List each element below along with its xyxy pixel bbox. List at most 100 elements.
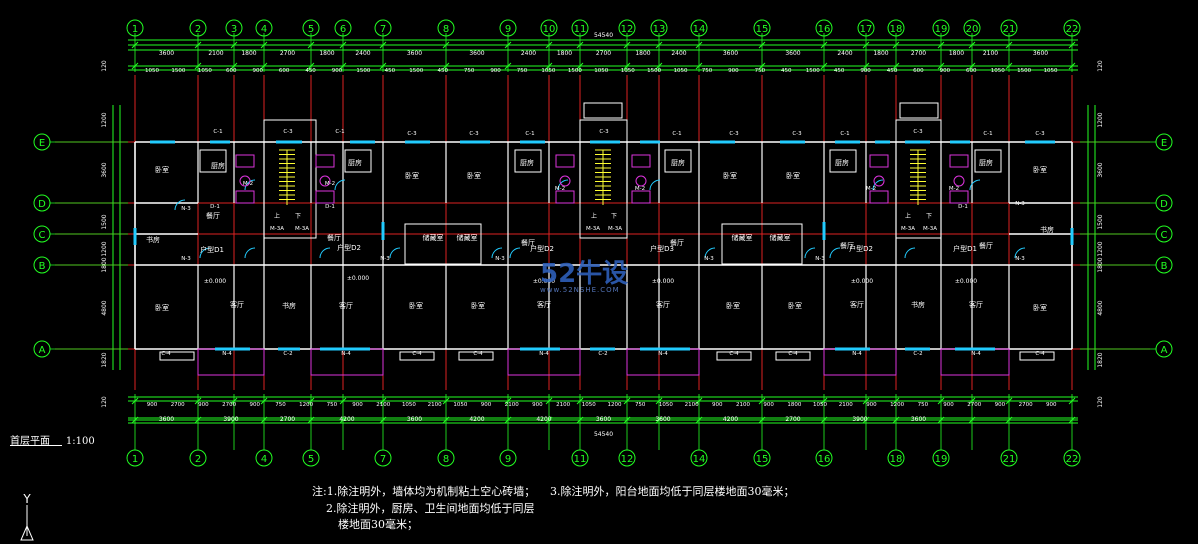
- room-label: 餐厅: [840, 241, 854, 250]
- dim-text: 2400: [355, 50, 370, 57]
- dim-text: 1500: [171, 68, 185, 74]
- room-label: 卧室: [723, 171, 737, 180]
- dim-text: 900: [481, 402, 492, 408]
- room-label: 卧室: [471, 301, 485, 310]
- side-dim-text: 1820: [1097, 352, 1104, 367]
- dim-text: 2700: [1019, 402, 1033, 408]
- dim-text: 1050: [198, 68, 212, 74]
- dim-text: 2100: [983, 50, 998, 57]
- windows: [133, 140, 1074, 351]
- opening-tag: M-3A: [608, 226, 622, 232]
- dim-text: 600: [226, 68, 237, 74]
- elevation-mark: ±0.000: [955, 278, 977, 285]
- dim-text: 4200: [339, 416, 354, 423]
- room-label: 餐厅: [521, 238, 535, 247]
- axis-bubble-top: [126, 19, 144, 37]
- room-label: 书房: [282, 301, 296, 310]
- side-dim-text: 120: [101, 396, 108, 408]
- room-label: 餐厅: [327, 233, 341, 242]
- door-swing: [244, 247, 256, 259]
- room-label: 卧室: [1033, 303, 1047, 312]
- dim-text: 3600: [911, 416, 926, 423]
- axis-label-top: 18: [890, 24, 903, 35]
- dim-text: 4200: [469, 416, 484, 423]
- kitchen-counter: [344, 149, 372, 173]
- dim-text: 750: [635, 402, 646, 408]
- dim-text: 4200: [536, 416, 551, 423]
- side-dim-text: 4800: [1097, 300, 1104, 315]
- opening-tag: C-1: [840, 131, 849, 137]
- axis-label-right: A: [1161, 345, 1168, 356]
- side-dim-text: 1200: [101, 112, 108, 127]
- opening-tag: N-3: [815, 256, 825, 262]
- axis-label-bottom: 2: [195, 454, 201, 465]
- side-dim-text: 120: [1097, 396, 1104, 408]
- balcony-c4: [716, 351, 752, 361]
- stair-direction: 上: [591, 212, 597, 220]
- dim-text: 1050: [659, 402, 673, 408]
- dim-text: 450: [305, 68, 316, 74]
- opening-tag: C-1: [525, 131, 534, 137]
- axis-bubble-top: [255, 19, 273, 37]
- balcony-c4: [775, 351, 811, 361]
- dim-text: 2700: [280, 50, 295, 57]
- side-dim-text: 1200: [1097, 241, 1104, 256]
- room-label: 餐厅: [206, 211, 220, 220]
- dim-text: 2100: [505, 402, 519, 408]
- axis-label-top: 20: [966, 24, 979, 35]
- fixtures: [199, 149, 1002, 204]
- door-swing: [649, 179, 661, 191]
- opening-tag: M-2: [555, 186, 565, 192]
- sink: [949, 190, 969, 204]
- elevation-mark: ±0.000: [347, 275, 369, 282]
- dim-text: 3900: [852, 416, 867, 423]
- axis-label-top: 7: [380, 24, 386, 35]
- kitchen-counter: [974, 149, 1002, 173]
- opening-tag: M-2: [635, 186, 645, 192]
- dim-text: 3600: [723, 50, 738, 57]
- room-label: 客厅: [969, 300, 983, 309]
- axis-label-top: 10: [543, 24, 556, 35]
- axis-bubble-bottom: [189, 449, 207, 467]
- opening-tag: N-3: [495, 256, 505, 262]
- axis-bubble-bottom: [374, 449, 392, 467]
- door-swing: [704, 247, 716, 259]
- plan-title: 首层平面 1:100: [10, 432, 95, 447]
- dim-text: 1050: [621, 68, 635, 74]
- axis-label-top: 16: [818, 24, 831, 35]
- dim-text: 1050: [582, 402, 596, 408]
- dim-text: 2700: [171, 402, 185, 408]
- dim-text: 450: [887, 68, 898, 74]
- stairs: [279, 149, 926, 205]
- opening-tag: C-4: [161, 351, 171, 357]
- dim-text: 1500: [647, 68, 661, 74]
- axis-bubble-bottom: [571, 449, 589, 467]
- axis-bubble-top: [753, 19, 771, 37]
- note-2b: 楼地面30毫米；: [338, 518, 418, 531]
- dim-text: 900: [860, 68, 871, 74]
- room-label: 户型D1: [953, 244, 977, 253]
- axis-bubble-bottom: [1000, 449, 1018, 467]
- stair-direction: 上: [274, 212, 280, 220]
- plan-title-text: 首层平面: [10, 436, 50, 447]
- dim-text: 3600: [469, 50, 484, 57]
- sink: [235, 190, 255, 204]
- dim-text: 2100: [556, 402, 570, 408]
- dim-text: 1200: [608, 402, 622, 408]
- dim-total-text: 54540: [594, 32, 613, 39]
- walls: [134, 102, 1073, 376]
- dim-text: 900: [352, 402, 363, 408]
- dim-text: 900: [490, 68, 501, 74]
- axis-bubble-top: [1063, 19, 1081, 37]
- room-label: 储藏室: [457, 233, 478, 242]
- dim-text: 900: [1046, 402, 1057, 408]
- dim-text: 1050: [145, 68, 159, 74]
- door-swing: [557, 179, 569, 191]
- axis-label-top: 19: [935, 24, 948, 35]
- axis-bubble-bottom: [255, 449, 273, 467]
- axis-label-bottom: 22: [1066, 454, 1079, 465]
- dim-text: 900: [940, 68, 951, 74]
- dim-text: 450: [437, 68, 448, 74]
- sink: [315, 190, 335, 204]
